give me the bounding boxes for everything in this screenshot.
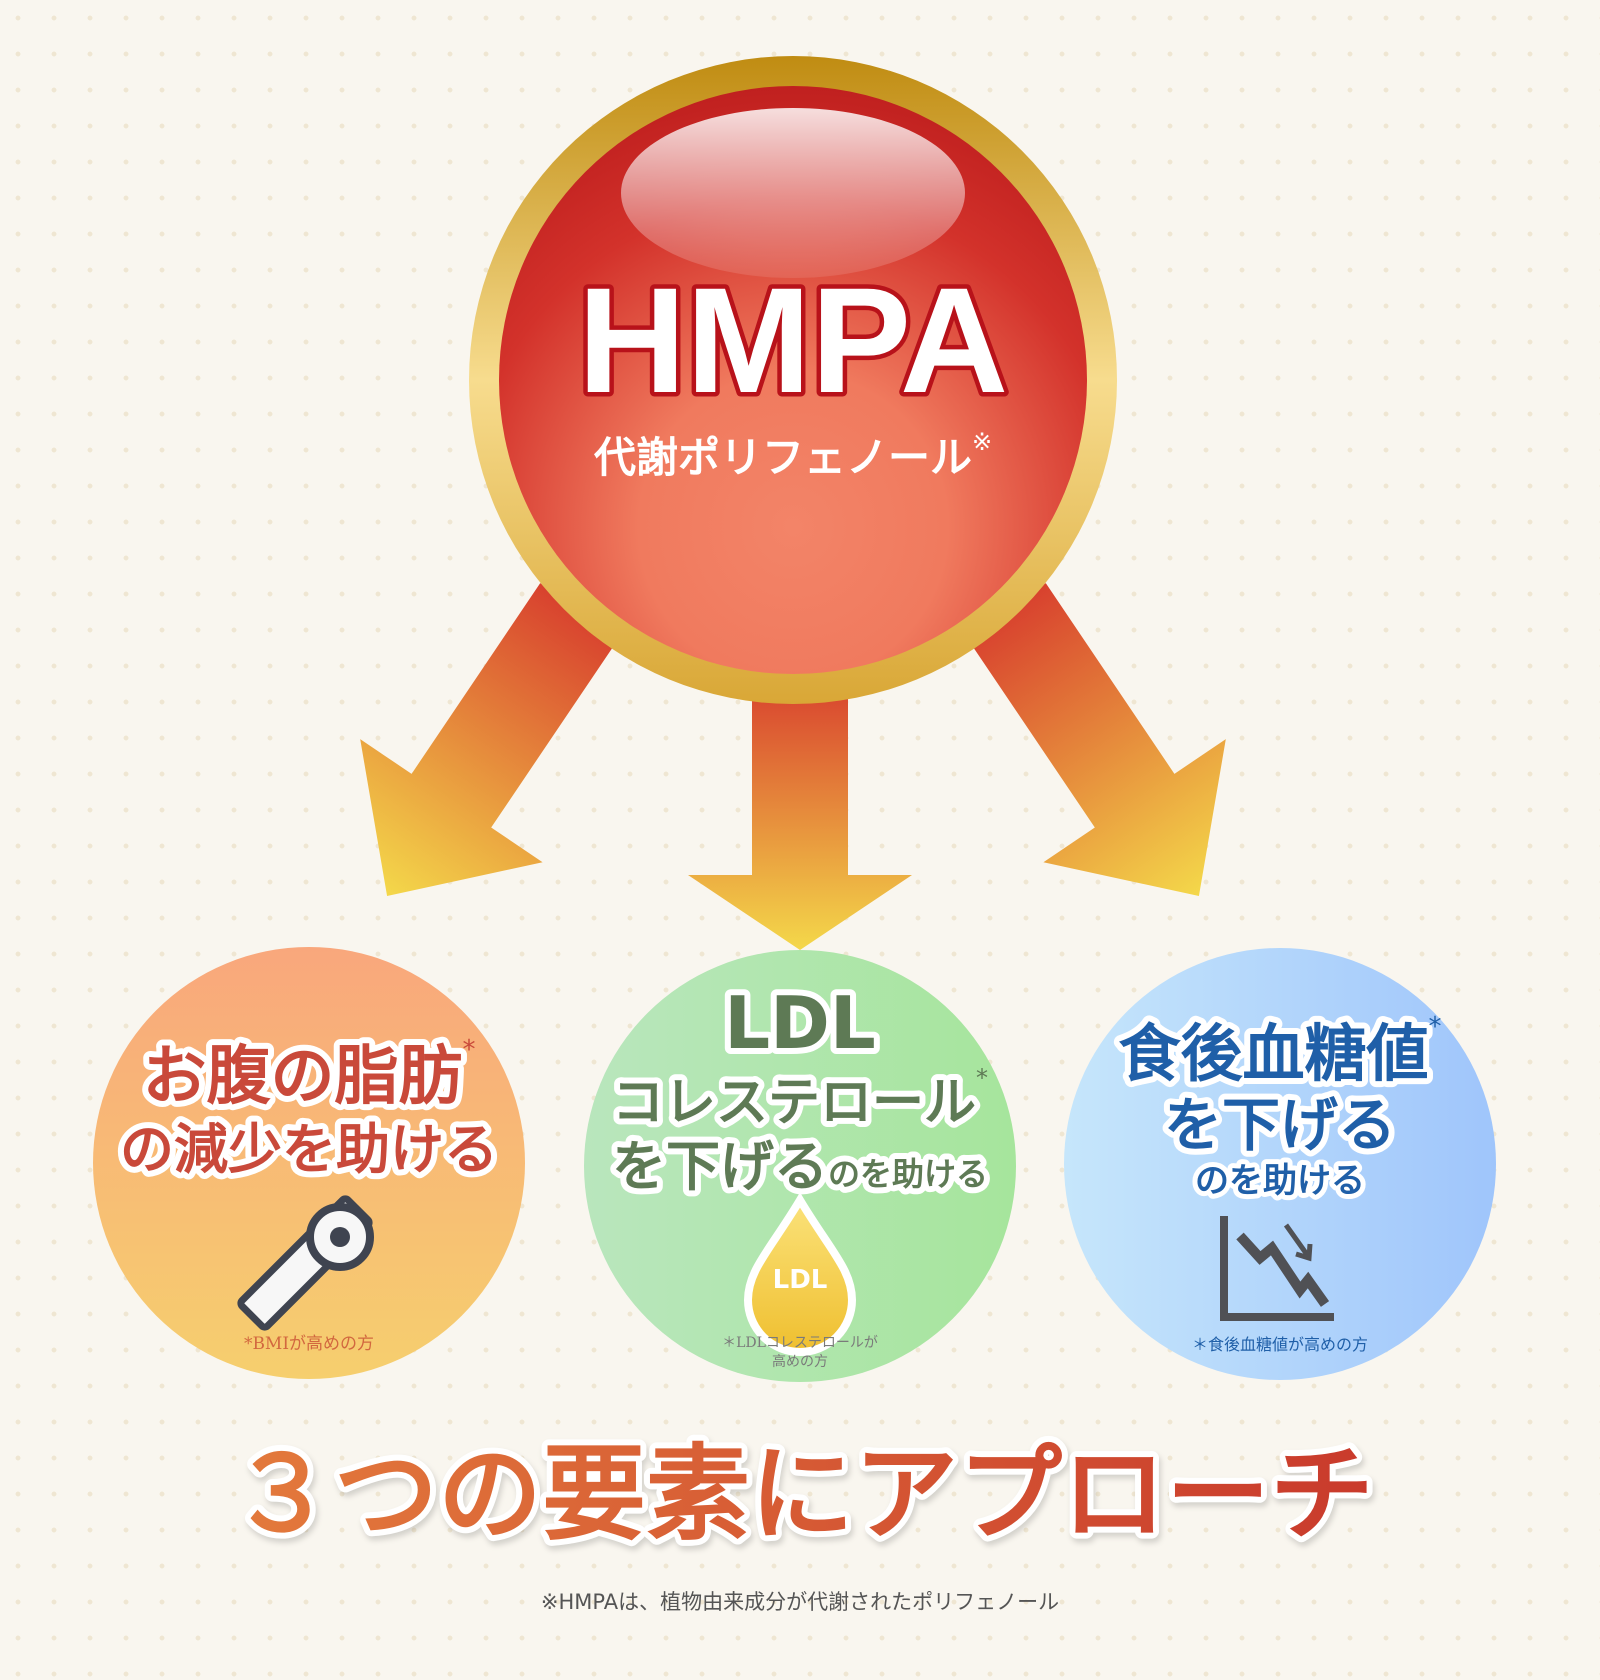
benefit-subtitle: を下げる [1164,1091,1396,1159]
benefit-title: LDL [724,981,876,1065]
benefit-note-2: 高めの方 [772,1353,828,1370]
benefit-belly-fat: お腹の脂肪* の減少を助ける *BMIが高めの方 [93,947,525,1379]
declining-chart-icon [1220,1216,1334,1321]
benefit-note: ＊LDLコレステロールが [722,1335,878,1351]
headline: ３つの要素にアプローチ [230,1433,1374,1555]
arrow-right [966,583,1226,897]
asterisk: * [463,1035,476,1065]
footnote: ※HMPAは、植物由来成分が代謝されたポリフェノール [540,1590,1060,1614]
hub-subtitle-line: 代謝ポリフェノール※ [593,428,992,482]
asterisk: * [976,1064,988,1092]
benefit-subtitle-line: コレステロール* [612,1064,988,1133]
benefit-title: お腹の脂肪 [143,1040,463,1114]
asterisk: * [1429,1012,1442,1042]
benefit-subtitle: コレステロール [612,1073,976,1133]
drop-label: LDL [773,1265,828,1295]
hmpa-hub: HMPA 代謝ポリフェノール※ [469,56,1117,704]
hub-mark: ※ [972,428,992,456]
hub-title: HMPA [578,256,1009,424]
benefit-subtitle-2-small: のを助ける [828,1155,988,1193]
benefit-title-line: お腹の脂肪* [143,1035,476,1114]
tape-measure-icon [237,1195,374,1331]
hub-subtitle: 代謝ポリフェノール [593,433,972,482]
benefit-title-line: 食後血糖値* [1118,1012,1441,1090]
benefit-title: 食後血糖値 [1118,1017,1428,1090]
benefit-subtitle-2: のを助ける [1195,1161,1365,1201]
benefit-blood-sugar: 食後血糖値* を下げる のを助ける ＊食後血糖値が高めの方 [1064,948,1496,1380]
arrow-left [360,583,620,897]
benefit-subtitle-2: を下げるのを助ける [612,1135,988,1198]
benefit-subtitle-2-main: を下げる [612,1135,828,1198]
arrow-center [688,680,912,950]
oil-drop-icon: LDL [743,1192,857,1356]
benefit-subtitle: の減少を助ける [120,1118,498,1181]
benefit-ldl: LDL コレステロール* を下げるのを助ける LDL ＊LDLコレステロールが … [584,950,1016,1382]
benefit-note: *BMIが高めの方 [244,1334,374,1354]
benefit-note: ＊食後血糖値が高めの方 [1192,1335,1368,1354]
